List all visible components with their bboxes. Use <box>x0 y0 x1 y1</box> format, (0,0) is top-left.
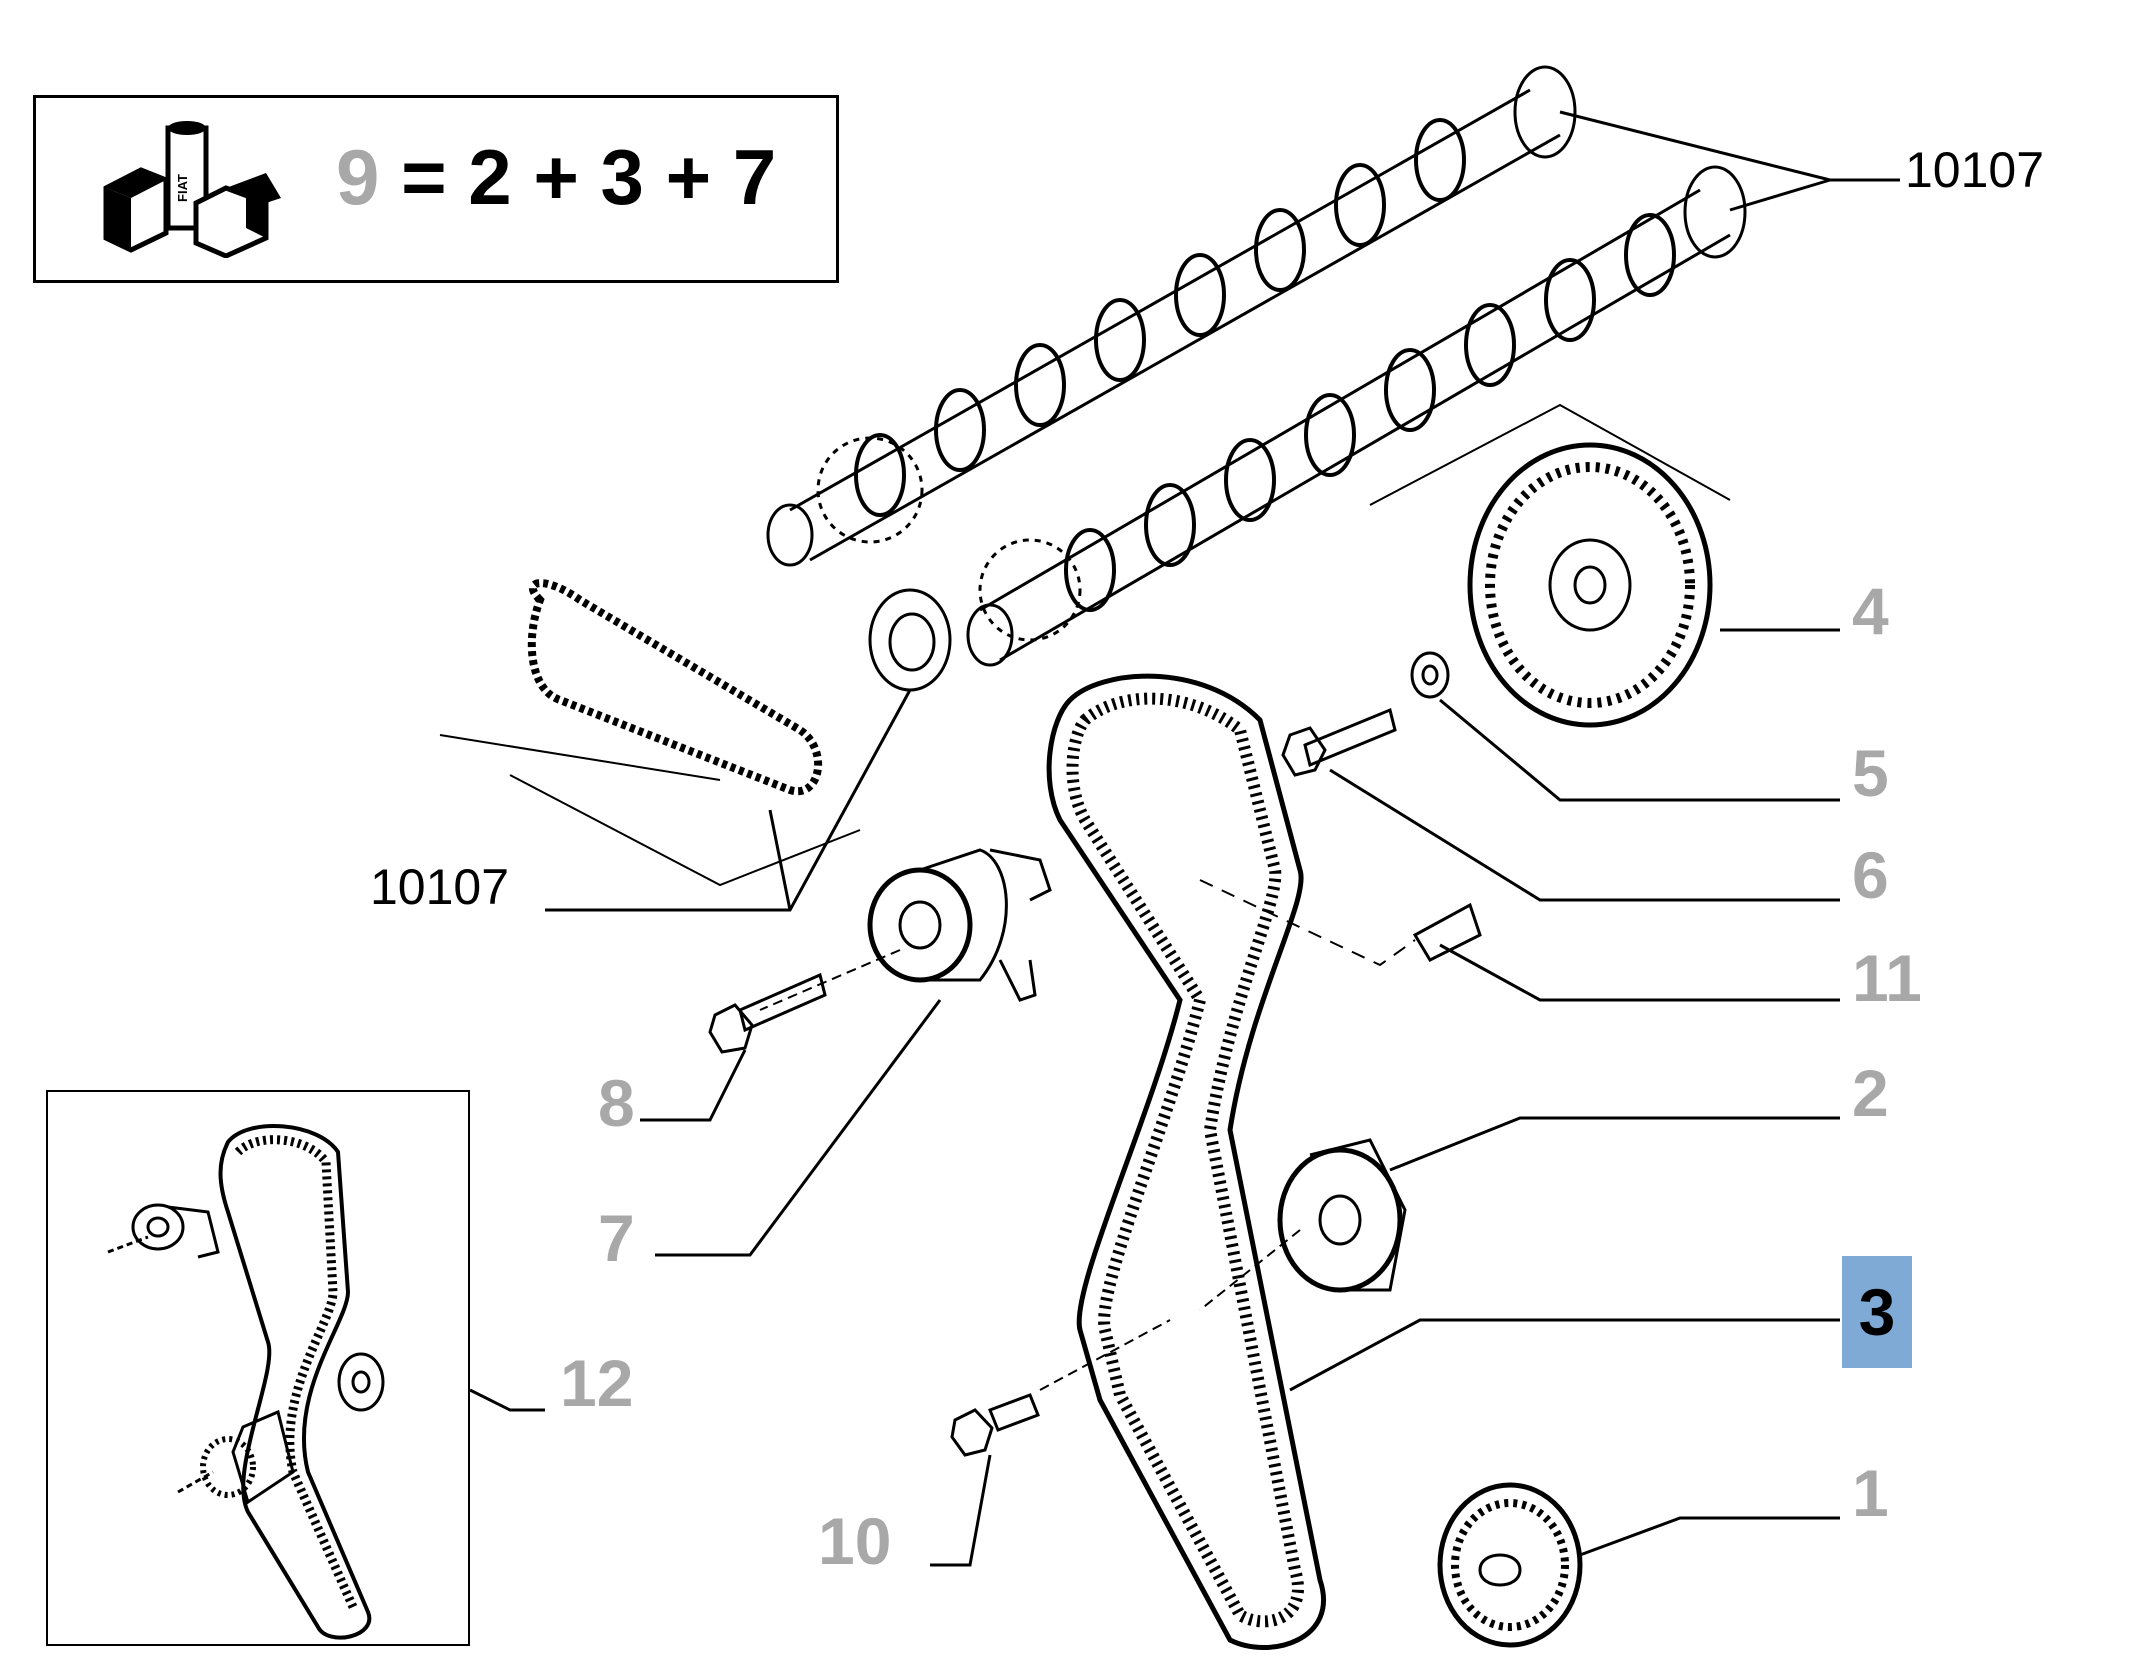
oil-seal <box>868 588 952 692</box>
ref-camshafts: 10107 <box>1905 142 2045 198</box>
inset-assembly <box>46 1090 470 1646</box>
svg-text:FIAT: FIAT <box>175 174 190 202</box>
ref-chain: 10107 <box>370 859 510 915</box>
pulley-bolt <box>1281 707 1397 777</box>
ref-7: 7 <box>598 1201 635 1275</box>
crankshaft-pulley <box>1437 1482 1583 1648</box>
kit-formula-prefix: 9 <box>336 133 380 221</box>
tensioner-bolt <box>708 972 827 1054</box>
ref-5: 5 <box>1852 736 1889 810</box>
ref-12: 12 <box>560 1346 634 1420</box>
ref-10: 10 <box>818 1504 892 1578</box>
ref-6: 6 <box>1852 838 1889 912</box>
camshaft-upper <box>766 65 1577 567</box>
kit-formula: 9 = 2 + 3 + 7 <box>336 138 776 216</box>
ref-4: 4 <box>1852 574 1889 648</box>
inset-drawing <box>107 1124 385 1640</box>
ref-2: 2 <box>1852 1056 1889 1130</box>
kit-icon: FIAT <box>103 121 281 258</box>
ref-8: 8 <box>598 1066 635 1140</box>
ref-1: 1 <box>1852 1456 1889 1530</box>
bush <box>1412 902 1482 962</box>
camshaft-lower <box>966 165 1747 667</box>
belt-tensioner <box>867 848 1052 1002</box>
timing-belt <box>1046 673 1326 1650</box>
ref-3-highlighted: 3 <box>1842 1256 1912 1368</box>
idler-bolt <box>950 1393 1040 1457</box>
camshaft-pulley <box>1467 442 1713 728</box>
kit-formula-rest: = 2 + 3 + 7 <box>401 133 777 221</box>
washer <box>1410 651 1450 699</box>
ref-11: 11 <box>1852 941 1922 1015</box>
kit-box: FIAT 9 = 2 + 3 + 7 <box>33 95 839 283</box>
timing-chain <box>527 579 822 796</box>
idler-pulley <box>1277 1138 1407 1293</box>
